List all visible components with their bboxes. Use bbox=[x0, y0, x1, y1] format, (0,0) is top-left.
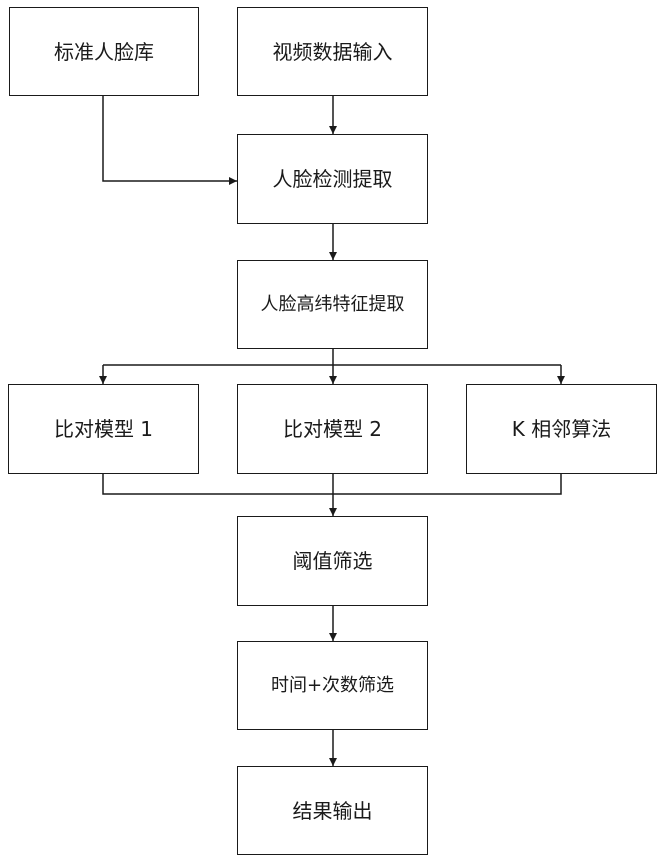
node-face-detection: 人脸检测提取 bbox=[237, 134, 428, 224]
node-threshold-filter: 阈值筛选 bbox=[237, 516, 428, 606]
edge-merge-model1 bbox=[103, 474, 333, 494]
node-compare-model-2: 比对模型 2 bbox=[237, 384, 428, 474]
node-knn-algorithm: K 相邻算法 bbox=[466, 384, 657, 474]
node-result-output: 结果输出 bbox=[237, 766, 428, 855]
edge-merge-knn bbox=[333, 474, 561, 494]
node-face-database: 标准人脸库 bbox=[9, 7, 199, 96]
node-feature-extraction: 人脸高纬特征提取 bbox=[237, 260, 428, 349]
node-video-input: 视频数据输入 bbox=[237, 7, 428, 96]
edge-facedb-to-detect bbox=[103, 96, 237, 181]
node-compare-model-1: 比对模型 1 bbox=[8, 384, 199, 474]
node-time-count-filter: 时间+次数筛选 bbox=[237, 641, 428, 730]
